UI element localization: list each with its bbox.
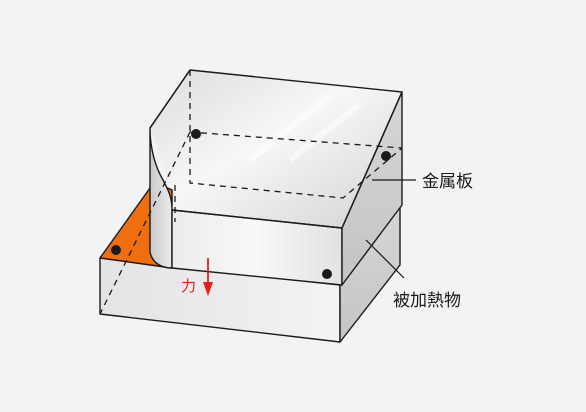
workpiece-leader-line: [365, 239, 405, 279]
workpiece-label: 被加熱物: [393, 291, 461, 311]
hidden-edge-interior: [189, 131, 403, 149]
force-arrow-head: [203, 282, 213, 296]
contact-dot: [381, 151, 391, 161]
metal-sheet-block: [149, 69, 403, 286]
contact-dot: [111, 245, 121, 255]
metal-sheet-back-left-edge: [149, 69, 191, 129]
force-label: 力: [181, 277, 196, 295]
contact-dot: [191, 129, 201, 139]
hidden-edge-top-rect: [189, 70, 403, 199]
metal-sheet-label: 金属板: [422, 172, 473, 192]
hidden-edge-diagonal: [99, 131, 191, 315]
force-arrow: [203, 258, 213, 296]
contact-dot: [322, 269, 332, 279]
metal-sheet-top: [150, 70, 402, 228]
metal-sheet-curl: [149, 127, 173, 269]
metal-sheet-highlight: [248, 93, 362, 163]
hidden-edges: [99, 70, 403, 315]
contact-points: [111, 129, 391, 279]
